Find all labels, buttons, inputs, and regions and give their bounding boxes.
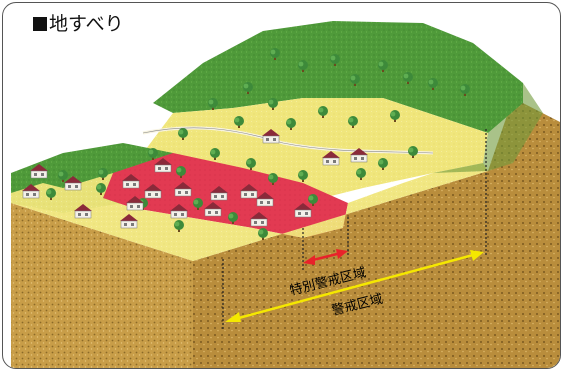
warning-zone-arrow [225, 250, 484, 322]
landslide-illustration: 特別警戒区域 警戒区域 [11, 21, 560, 368]
hill-right-slope [433, 83, 543, 173]
title-square-icon [33, 17, 47, 31]
special-zone-arrow [303, 249, 348, 265]
yellow-lower-zone [11, 163, 488, 261]
green-hillside [153, 21, 523, 133]
road-upper-edge [142, 127, 434, 154]
soil-side-face [193, 98, 560, 368]
diagram-frame: 地すべり [2, 2, 561, 369]
diagram-title: 地すべり [33, 9, 124, 36]
soil-front-face [11, 203, 193, 368]
title-text: 地すべり [49, 13, 124, 35]
guide-lines [222, 129, 487, 329]
